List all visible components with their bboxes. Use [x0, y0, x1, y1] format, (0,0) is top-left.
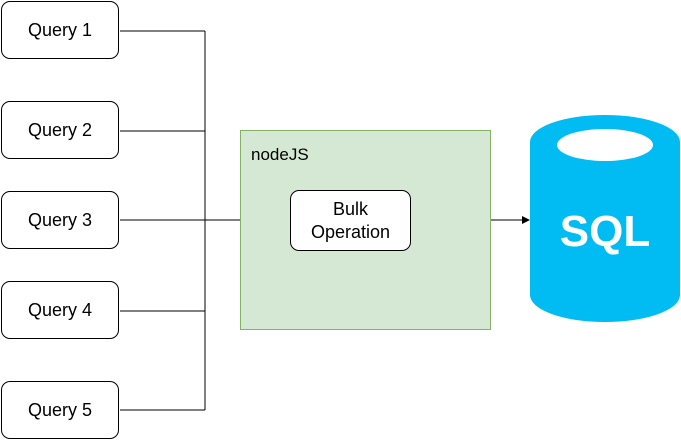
sql-label: SQL — [560, 207, 650, 256]
nodejs-label: nodeJS — [251, 145, 309, 164]
query-2-box[interactable]: Query 2 — [1, 101, 119, 159]
query-3-box[interactable]: Query 3 — [1, 191, 119, 249]
database-cylinder-icon: SQL — [530, 115, 680, 322]
bulk-operation-line-2: Operation — [310, 221, 391, 242]
query-5-label: Query 5 — [27, 399, 93, 420]
query-5-box[interactable]: Query 5 — [1, 381, 119, 439]
query-1-box[interactable]: Query 1 — [1, 1, 119, 59]
bulk-operation-line-1: Bulk — [332, 198, 368, 219]
bulk-operation-box[interactable]: Bulk Operation — [290, 190, 411, 251]
query-4-label: Query 4 — [27, 299, 93, 320]
query-4-box[interactable]: Query 4 — [1, 281, 119, 339]
query-2-label: Query 2 — [27, 119, 93, 140]
query-1-label: Query 1 — [27, 19, 93, 40]
query-3-label: Query 3 — [27, 209, 93, 230]
